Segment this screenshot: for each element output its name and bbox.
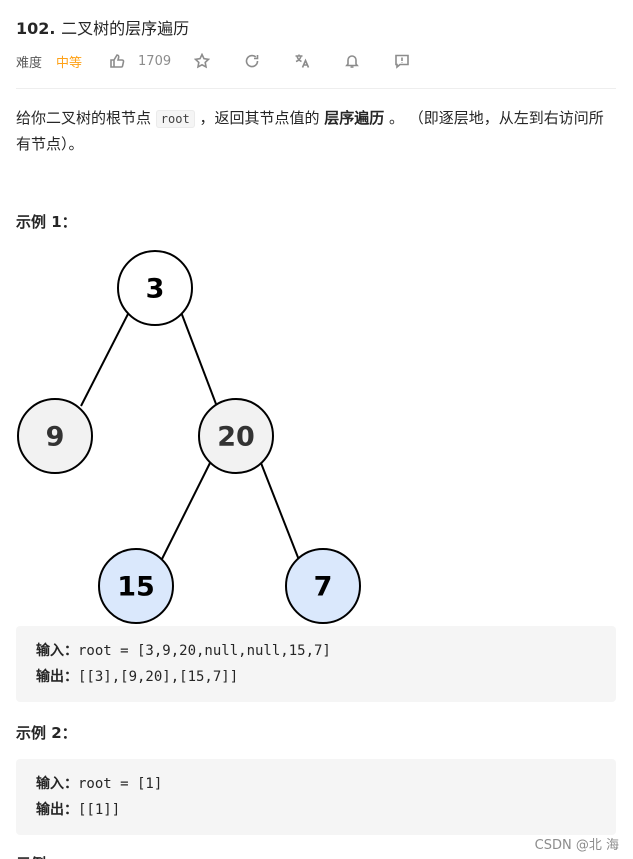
example-1-tree-diagram: 3 9 20 15 7 — [16, 246, 366, 626]
inline-code-root: root — [155, 110, 195, 128]
problem-number: 102. — [16, 19, 56, 38]
like-count: 1709 — [138, 53, 172, 69]
input-value: root = [3,9,20,null,null,15,7] — [78, 643, 331, 659]
tree-node-label: 15 — [117, 572, 155, 603]
tree-node-label: 3 — [146, 274, 165, 305]
feedback-icon[interactable] — [393, 52, 411, 70]
tree-node-label: 20 — [217, 422, 255, 453]
output-label: 输出： — [36, 802, 78, 818]
bell-icon[interactable] — [343, 52, 361, 70]
example-2-output: 输出：[[1]] — [36, 797, 596, 823]
input-label: 输入： — [36, 643, 78, 659]
tree-node-3 — [117, 250, 193, 326]
description-bold: 层序遍历 — [324, 109, 385, 127]
divider — [16, 88, 616, 89]
tree-node-9 — [17, 398, 93, 474]
example-2-code-block: 输入：root = [1] 输出：[[1]] — [16, 759, 616, 835]
input-value: root = [1] — [78, 776, 163, 792]
example-1-input: 输入：root = [3,9,20,null,null,15,7] — [36, 638, 596, 664]
example-2-input: 输入：root = [1] — [36, 771, 596, 797]
example-1-code-block: 输入：root = [3,9,20,null,null,15,7] 输出：[[3… — [16, 626, 616, 702]
difficulty-label: 难度 — [16, 55, 43, 71]
tree-node-7 — [285, 548, 361, 624]
tree-node-label: 9 — [46, 422, 65, 453]
thumbs-up-icon[interactable] — [108, 52, 126, 70]
example-1-title: 示例 1： — [16, 213, 77, 231]
output-value: [[3],[9,20],[15,7]] — [78, 669, 239, 685]
description-text: 。 （即逐层地，从左到右访问所有节点）。 — [16, 109, 604, 153]
output-label: 输出： — [36, 669, 78, 685]
output-value: [[1]] — [78, 802, 121, 818]
star-icon[interactable] — [193, 52, 211, 70]
description-text: 给你二叉树的根节点 — [16, 109, 156, 127]
difficulty-badge: 中等 — [56, 55, 83, 71]
refresh-icon[interactable] — [243, 52, 261, 70]
input-label: 输入： — [36, 776, 78, 792]
description-text: ，返回其节点值的 — [194, 109, 325, 127]
tree-node-15 — [98, 548, 174, 624]
problem-name: 二叉树的层序遍历 — [61, 19, 190, 38]
problem-description: 给你二叉树的根节点 root ，返回其节点值的 层序遍历 。 （即逐层地，从左到… — [16, 106, 616, 157]
example-1-output: 输出：[[3],[9,20],[15,7]] — [36, 664, 596, 690]
tree-edge — [161, 462, 211, 560]
translate-icon[interactable] — [293, 52, 311, 70]
tree-edge — [180, 311, 217, 405]
example-2-title: 示例 2： — [16, 724, 77, 742]
watermark: CSDN @北 海 — [534, 838, 619, 853]
example-3-title: 示例 — [16, 853, 46, 859]
tree-edge — [80, 311, 130, 407]
tree-node-label: 7 — [314, 572, 333, 603]
problem-title: 102. 二叉树的层序遍历 — [16, 15, 189, 39]
tree-node-20 — [198, 398, 274, 474]
problem-meta-bar: 难度 中等 1709 — [16, 50, 443, 72]
tree-edge — [260, 462, 300, 561]
